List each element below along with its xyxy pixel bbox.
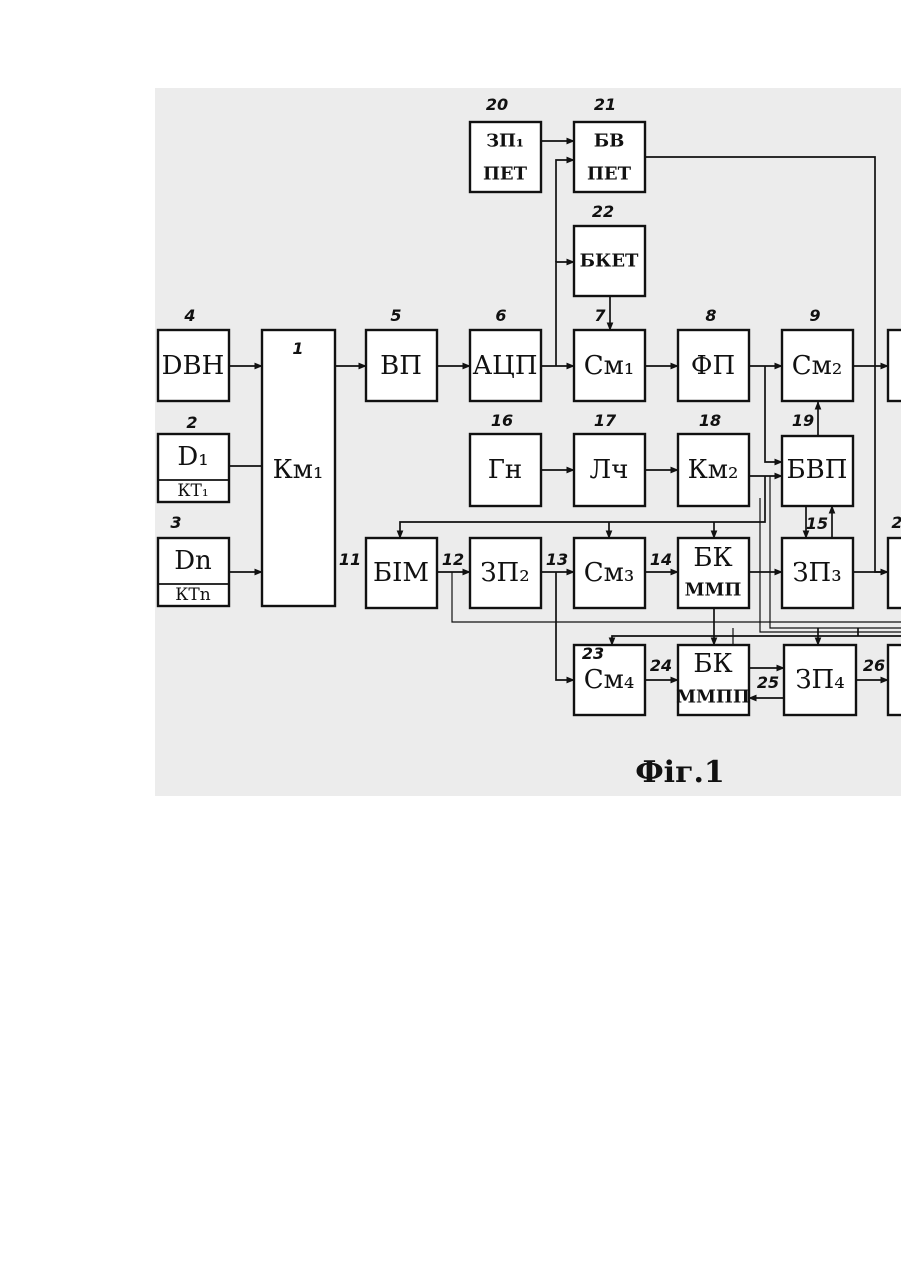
- block-11-number: 11: [339, 550, 361, 569]
- block-9-number: 9: [809, 306, 820, 325]
- block-15: ЗП₃ 15: [782, 514, 853, 608]
- block-6: АЦП 6: [470, 306, 541, 401]
- block-15-number: 15: [806, 514, 828, 533]
- block-18-label: Км₂: [688, 455, 739, 485]
- block-13-label: См₃: [584, 558, 635, 588]
- block-2-number: 2: [186, 413, 197, 432]
- block-8-label: ФП: [691, 351, 735, 381]
- block-3: Dn КТn 3: [158, 513, 229, 606]
- block-25: ЗП₄ 25: [757, 645, 856, 715]
- block-24-number: 24: [650, 656, 672, 675]
- block-7-label: См₁: [584, 351, 635, 381]
- block-23: См₄ 23: [574, 644, 645, 715]
- block-12-label: ЗП₂: [480, 558, 529, 588]
- block-20-number: 20: [486, 95, 508, 114]
- block-25-number: 25: [757, 673, 779, 692]
- block-2-sub: КТ₁: [177, 481, 208, 501]
- block-22-label: БКЕТ: [580, 251, 639, 272]
- block-6-number: 6: [495, 306, 506, 325]
- block-28-partial: [888, 645, 901, 715]
- block-5-number: 5: [390, 306, 401, 325]
- block-23-label: См₄: [584, 665, 635, 695]
- block-27-partial: 2: [888, 513, 901, 608]
- block-11: БІМ 11: [339, 538, 437, 608]
- block-9: См₂ 9: [782, 306, 853, 401]
- block-2-label: D₁: [177, 442, 208, 472]
- block-19-number: 19: [792, 411, 814, 430]
- block-1-number: 1: [292, 339, 303, 358]
- block-20-label-2: ПЕТ: [483, 164, 528, 185]
- figure-caption: Фіг.1: [635, 755, 725, 790]
- block-16: Гн 16: [470, 411, 541, 506]
- block-27-number: 2: [891, 513, 901, 532]
- block-21: БВ ПЕТ 21: [574, 95, 645, 192]
- block-21-number: 21: [594, 95, 616, 114]
- block-5-label: ВП: [380, 351, 422, 381]
- block-21-label-1: БВ: [594, 131, 625, 152]
- block-10-partial: [888, 330, 901, 401]
- block-1: Км₁ 1: [262, 330, 335, 606]
- block-18-number: 18: [699, 411, 721, 430]
- block-26-number: 26: [863, 656, 885, 675]
- block-12: ЗП₂ 12: [442, 538, 541, 608]
- block-22: БКЕТ 22: [574, 202, 645, 296]
- block-24-label-2: ММПП: [676, 687, 750, 708]
- block-1-label: Км₁: [273, 455, 324, 485]
- block-8: ФП 8: [678, 306, 749, 401]
- block-14-label-1: БК: [693, 543, 732, 573]
- block-12-number: 12: [442, 550, 464, 569]
- block-20-label-1: ЗП₁: [486, 131, 524, 152]
- block-14-number: 14: [650, 550, 672, 569]
- block-20: ЗП₁ ПЕТ 20: [470, 95, 541, 192]
- block-16-label: Гн: [488, 455, 523, 485]
- block-19-label: БВП: [787, 455, 848, 485]
- block-14: БК ММП 14: [650, 538, 749, 608]
- block-5: ВП 5: [366, 306, 437, 401]
- block-14-label-2: ММП: [685, 580, 742, 601]
- block-15-label: ЗП₃: [792, 558, 841, 588]
- block-22-number: 22: [592, 202, 614, 221]
- block-24-label-1: БК: [693, 649, 732, 679]
- block-13: См₃ 13: [546, 538, 645, 608]
- block-11-label: БІМ: [373, 558, 429, 588]
- block-21-label-2: ПЕТ: [587, 164, 632, 185]
- block-17: Лч 17: [574, 411, 645, 506]
- block-23-number: 23: [582, 644, 604, 663]
- block-6-label: АЦП: [472, 351, 537, 381]
- block-16-number: 16: [491, 411, 513, 430]
- block-13-number: 13: [546, 550, 568, 569]
- block-2: D₁ КТ₁ 2: [158, 413, 229, 502]
- block-25-label: ЗП₄: [795, 665, 844, 695]
- block-9-label: См₂: [792, 351, 843, 381]
- block-8-number: 8: [705, 306, 716, 325]
- block-3-label: Dn: [174, 546, 212, 576]
- block-3-sub: КТn: [175, 585, 210, 605]
- block-18: Км₂ 18: [678, 411, 749, 506]
- block-17-label: Лч: [590, 455, 629, 485]
- block-4-number: 4: [183, 306, 195, 325]
- block-4-label: DВН: [162, 351, 225, 381]
- block-17-number: 17: [594, 411, 617, 430]
- block-7-number: 7: [594, 306, 606, 325]
- block-3-number: 3: [170, 513, 181, 532]
- block-4: DВН 4: [158, 306, 229, 401]
